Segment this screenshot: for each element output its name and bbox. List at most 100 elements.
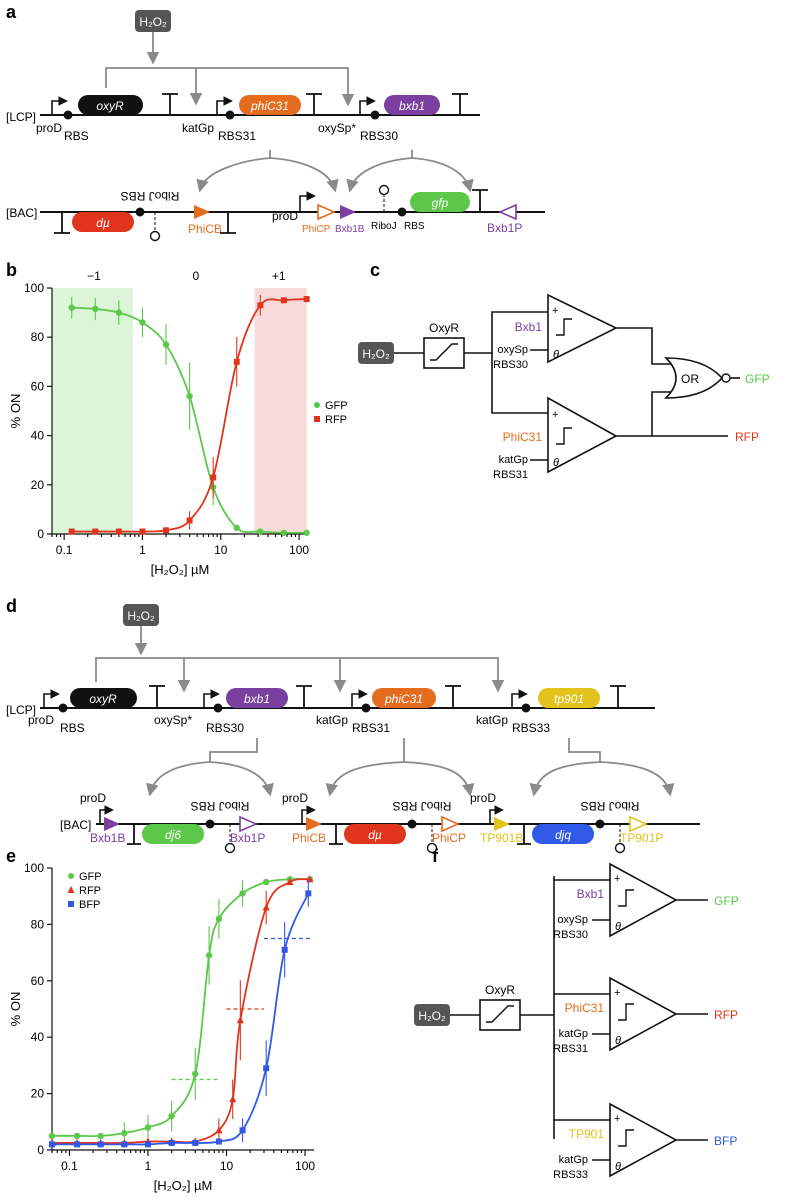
riboj-loop — [224, 842, 236, 854]
data-point-gfp — [192, 1070, 199, 1078]
bxb1b-label-a: Bxb1B — [335, 224, 365, 235]
bxb1-gene-a — [384, 95, 440, 115]
gate-promoter-label: katGp — [559, 1154, 588, 1166]
bxb1p-label-a: Bxb1P — [487, 221, 522, 235]
rbs30-label-d: RBS30 — [206, 721, 244, 735]
reporter-gene-label: dj6 — [165, 828, 181, 842]
oxyr-gene-a — [78, 95, 143, 115]
y-tick-label: 20 — [31, 1087, 45, 1101]
x-axis-label: [H₂O₂] µM — [151, 562, 210, 577]
data-point-rfp — [257, 302, 264, 309]
series-line-gfp — [52, 878, 310, 1138]
y-tick-label: 100 — [24, 281, 44, 295]
bac-label-a: [BAC] — [6, 206, 37, 220]
panel-c-circuit: H₂O₂ OxyR + θ Bxb1 oxySp RBS30 + θ PhiC3… — [358, 293, 770, 481]
reporter-gene-label: dµ — [368, 828, 382, 842]
riboj-rbs-label: RiboJ RBS — [191, 799, 250, 813]
terminator — [517, 824, 531, 845]
x-tick-label: 1 — [145, 1159, 152, 1173]
y-tick-label: 0 — [37, 1143, 44, 1157]
x-tick-label: 1 — [139, 543, 146, 557]
data-point-gfp — [303, 529, 310, 536]
gate-promoter-label: oxySp — [557, 914, 588, 926]
bac-prod-label: proD — [470, 791, 496, 805]
region-label-0: −1 — [87, 269, 101, 283]
riboj-rbs-flipped-a: RiboJ RBS — [121, 189, 180, 203]
data-point-gfp — [257, 528, 264, 535]
terminator — [127, 824, 141, 845]
lcp-label-d: [LCP] — [6, 703, 36, 717]
nor-gate — [664, 357, 724, 399]
reporter-gene-label: djq — [555, 828, 571, 842]
x-axis-label: [H₂O₂] µM — [154, 1178, 213, 1193]
reporter-gene — [142, 824, 204, 844]
y-tick-label: 100 — [24, 861, 44, 875]
att-site-p — [629, 815, 648, 833]
oxyr-box-c — [423, 337, 465, 369]
bac-prod-label: proD — [282, 791, 308, 805]
data-point-gfp — [280, 529, 288, 536]
legend-marker-bfp — [68, 901, 74, 907]
tp901-gene-d — [538, 688, 600, 708]
theta-1: θ — [553, 349, 559, 361]
plus-sign: + — [614, 1113, 620, 1125]
panel-letter-f: f — [432, 846, 439, 866]
threshold-symbol — [618, 889, 634, 907]
output-rfp: RFP — [714, 1008, 738, 1022]
y-tick-label: 40 — [31, 1030, 45, 1044]
theta-2: θ — [553, 457, 559, 469]
rbs30-label-a: RBS30 — [360, 129, 398, 143]
reporter-du-label-a: dµ — [96, 216, 110, 230]
reporter-gfp-label-a: gfp — [432, 196, 449, 210]
y-tick-label: 40 — [31, 429, 45, 443]
h2o2-label-f: H₂O₂ — [418, 1009, 446, 1023]
y-tick-label: 60 — [31, 379, 45, 393]
att-site-b-label: Bxb1B — [90, 831, 125, 845]
prod-bac-label-a: proD — [272, 209, 298, 223]
theta: θ — [615, 1161, 621, 1173]
gate-promoter-label: katGp — [559, 1028, 588, 1040]
y-tick-label: 0 — [37, 527, 44, 541]
panel-f-circuit: H₂O₂ OxyR +θBxb1oxySpRBS30GFP+θPhiC31kat… — [414, 862, 739, 1181]
panel-letter-e: e — [6, 846, 16, 866]
att-site-p-label: TP901P — [620, 831, 663, 845]
h2o2-label-d: H₂O₂ — [127, 609, 155, 623]
region-label-1: 0 — [192, 269, 199, 283]
h2o2-box-f — [414, 1004, 450, 1026]
panel-letter-b: b — [6, 260, 17, 280]
gate2-rbs: RBS31 — [493, 469, 528, 481]
data-point-rfp — [139, 528, 146, 535]
gate2-promoter: katGp — [499, 454, 528, 466]
phicp-label-a: PhiCP — [302, 224, 331, 235]
rbs31-label-d: RBS31 — [352, 721, 390, 735]
att-site-p-label: PhiCP — [432, 831, 466, 845]
series-line-rfp — [52, 878, 310, 1144]
data-point-rfp — [262, 903, 270, 911]
y-axis-label: % ON — [8, 394, 23, 429]
data-point-rfp — [163, 527, 170, 534]
att-site-b — [306, 817, 322, 831]
h2o2-box-c — [358, 342, 394, 364]
gene-phic31-d: phiC31 — [384, 692, 423, 706]
oxyr-label-f: OxyR — [485, 983, 515, 997]
data-point-gfp — [205, 952, 213, 959]
bxb1-gene-d — [226, 688, 288, 708]
data-point-bfp — [74, 1141, 81, 1148]
data-point-rfp — [236, 1016, 244, 1024]
lcp-label-a: [LCP] — [6, 110, 36, 124]
data-point-bfp — [263, 1065, 270, 1072]
oxyr-box-f — [479, 999, 521, 1031]
data-point-gfp — [239, 890, 246, 897]
panel-letter-d: d — [6, 596, 17, 616]
x-tick-label: 0.1 — [56, 543, 73, 557]
gene-oxyr-d: oxyR — [89, 692, 117, 706]
data-point-gfp — [48, 1132, 56, 1140]
data-point-rfp — [286, 878, 294, 886]
att-site-b-label: PhiCB — [292, 831, 326, 845]
plus-sign-1: + — [552, 305, 558, 317]
x-tick-label: 10 — [220, 1159, 234, 1173]
gate1-rbs: RBS30 — [493, 359, 528, 371]
data-point-bfp — [215, 1138, 222, 1145]
